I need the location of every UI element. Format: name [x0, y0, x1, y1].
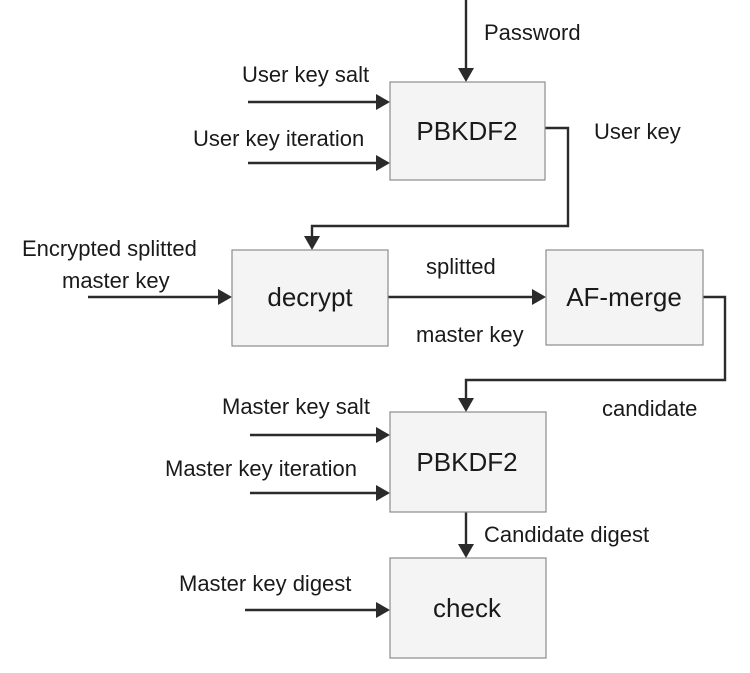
- password-label: Password: [484, 20, 581, 45]
- pbkdf2-user-block: PBKDF2: [389, 81, 546, 181]
- af-merge-block: AF-merge: [545, 249, 704, 346]
- master-key-iteration-arrowhead: [376, 485, 390, 501]
- master-key-digest-arrowhead: [376, 602, 390, 618]
- user-key-arrow: [310, 126, 570, 236]
- decrypt-block: decrypt: [231, 249, 389, 347]
- master-key-salt-arrowhead: [376, 427, 390, 443]
- check-label: check: [433, 593, 502, 623]
- encrypted-master-key-label-line1: Encrypted splitted: [22, 236, 197, 261]
- candidate-arrowhead: [458, 398, 474, 412]
- pbkdf2-master-block: PBKDF2: [389, 411, 547, 513]
- candidate-label: candidate: [602, 396, 697, 421]
- splitted-label: splitted: [426, 254, 496, 279]
- candidate-digest-label: Candidate digest: [484, 522, 649, 547]
- user-key-iteration-arrowhead: [376, 155, 390, 171]
- master-key-iteration-label: Master key iteration: [165, 456, 357, 481]
- af-merge-label: AF-merge: [566, 282, 682, 312]
- master-key-salt-label: Master key salt: [222, 394, 370, 419]
- candidate-digest-arrowhead: [458, 544, 474, 558]
- password-arrowhead: [458, 68, 474, 82]
- check-block: check: [389, 557, 547, 659]
- user-key-salt-label: User key salt: [242, 62, 369, 87]
- candidate-arrow: [464, 295, 727, 398]
- master-key-digest-label: Master key digest: [179, 571, 351, 596]
- pbkdf2-master-label: PBKDF2: [416, 447, 517, 477]
- user-key-iteration-label: User key iteration: [193, 126, 364, 151]
- master-key-label: master key: [416, 322, 524, 347]
- decrypt-label: decrypt: [267, 282, 353, 312]
- user-key-label: User key: [594, 119, 681, 144]
- user-key-salt-arrowhead: [376, 94, 390, 110]
- encrypted-master-key-label-line2: master key: [62, 268, 170, 293]
- encrypted-master-key-arrowhead: [218, 289, 232, 305]
- user-key-arrowhead: [304, 236, 320, 250]
- pbkdf2-user-label: PBKDF2: [416, 116, 517, 146]
- splitted-master-key-arrowhead: [532, 289, 546, 305]
